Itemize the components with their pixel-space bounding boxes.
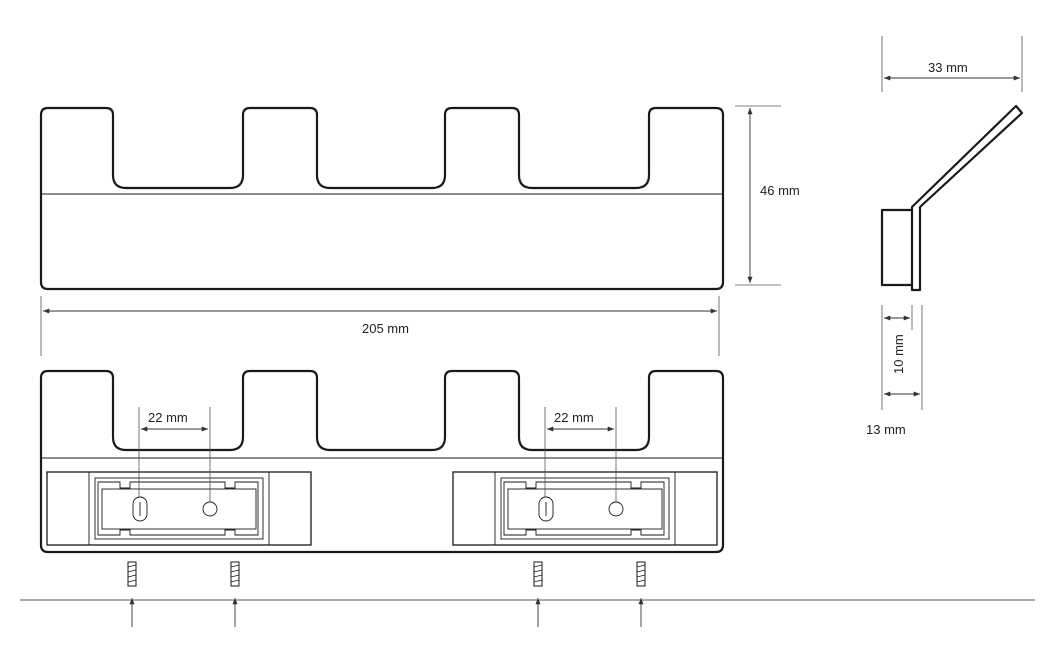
mounting-plate-left — [46, 471, 312, 546]
rear-view — [39, 369, 725, 554]
side-view-hook — [910, 104, 1024, 292]
hole-spacing-right-dimension: 22 mm — [544, 407, 617, 502]
side-thickness-label: 10 mm — [891, 334, 906, 374]
height-dimension: 46 mm — [735, 105, 800, 286]
hole-spacing-right-label: 22 mm — [554, 410, 594, 425]
front-view-outline — [39, 106, 725, 291]
screw-icon — [636, 561, 646, 587]
screw-icon — [533, 561, 543, 587]
depth-dimension: 33 mm — [881, 36, 1023, 92]
hole-spacing-left-label: 22 mm — [148, 410, 188, 425]
screws-group — [20, 561, 1035, 627]
front-view — [39, 106, 725, 291]
side-view — [880, 104, 1024, 292]
side-view-base — [880, 208, 916, 287]
width-dimension-label: 205 mm — [362, 321, 409, 336]
height-dimension-label: 46 mm — [760, 183, 800, 198]
side-base-label: 13 mm — [866, 422, 906, 437]
side-thickness-dimension: 10 mm 13 mm — [866, 305, 923, 437]
screw-icon — [127, 561, 137, 587]
mounting-plate-right — [452, 471, 718, 546]
screw-icon — [230, 561, 240, 587]
depth-dimension-label: 33 mm — [928, 60, 968, 75]
hole-spacing-left-dimension: 22 mm — [138, 407, 211, 502]
width-dimension: 205 mm — [40, 296, 720, 356]
